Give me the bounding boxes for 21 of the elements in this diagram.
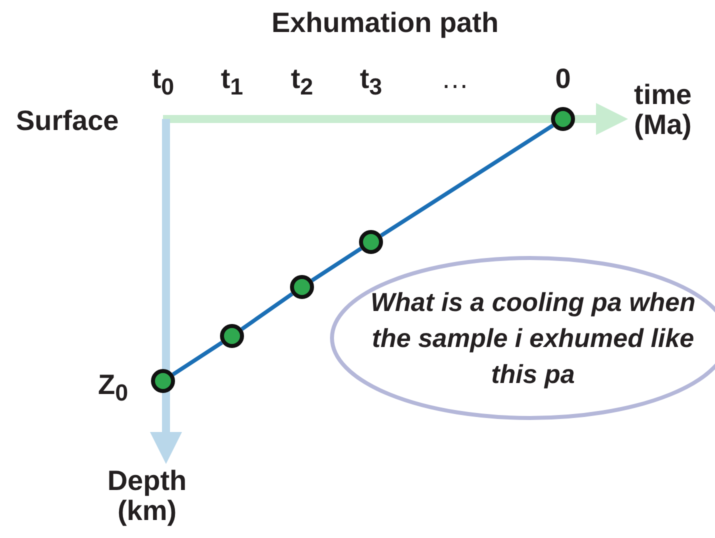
tick-label: t$_{3}$ [358, 64, 384, 102]
axis-label: time (Ma) [634, 80, 693, 140]
diagram-title: Exhumation path [270, 8, 500, 38]
question-text: What is a cooling pa when the sample i exhumed like this pa [369, 286, 697, 391]
time-point-marker [151, 369, 175, 393]
path-line [172, 340, 224, 376]
tick-label: 0 [554, 64, 572, 94]
path-line [240, 292, 294, 331]
tick-label: t$_{1}$ [220, 64, 244, 102]
time-point-marker [551, 107, 575, 131]
tick-label: t$_{2}$ [290, 64, 314, 102]
axis-label: Z$_{0}$ [98, 370, 130, 408]
axis-label: Surface [16, 106, 120, 136]
time-point-marker [220, 324, 244, 348]
time-point-marker [290, 275, 314, 299]
tick-label: t$_{0}$ [150, 64, 176, 102]
ellipsis-label: … [440, 64, 470, 94]
axis-label: Depth (km) [106, 466, 188, 526]
path-line [310, 246, 362, 282]
path-line [380, 124, 554, 238]
time-point-marker [359, 230, 383, 254]
